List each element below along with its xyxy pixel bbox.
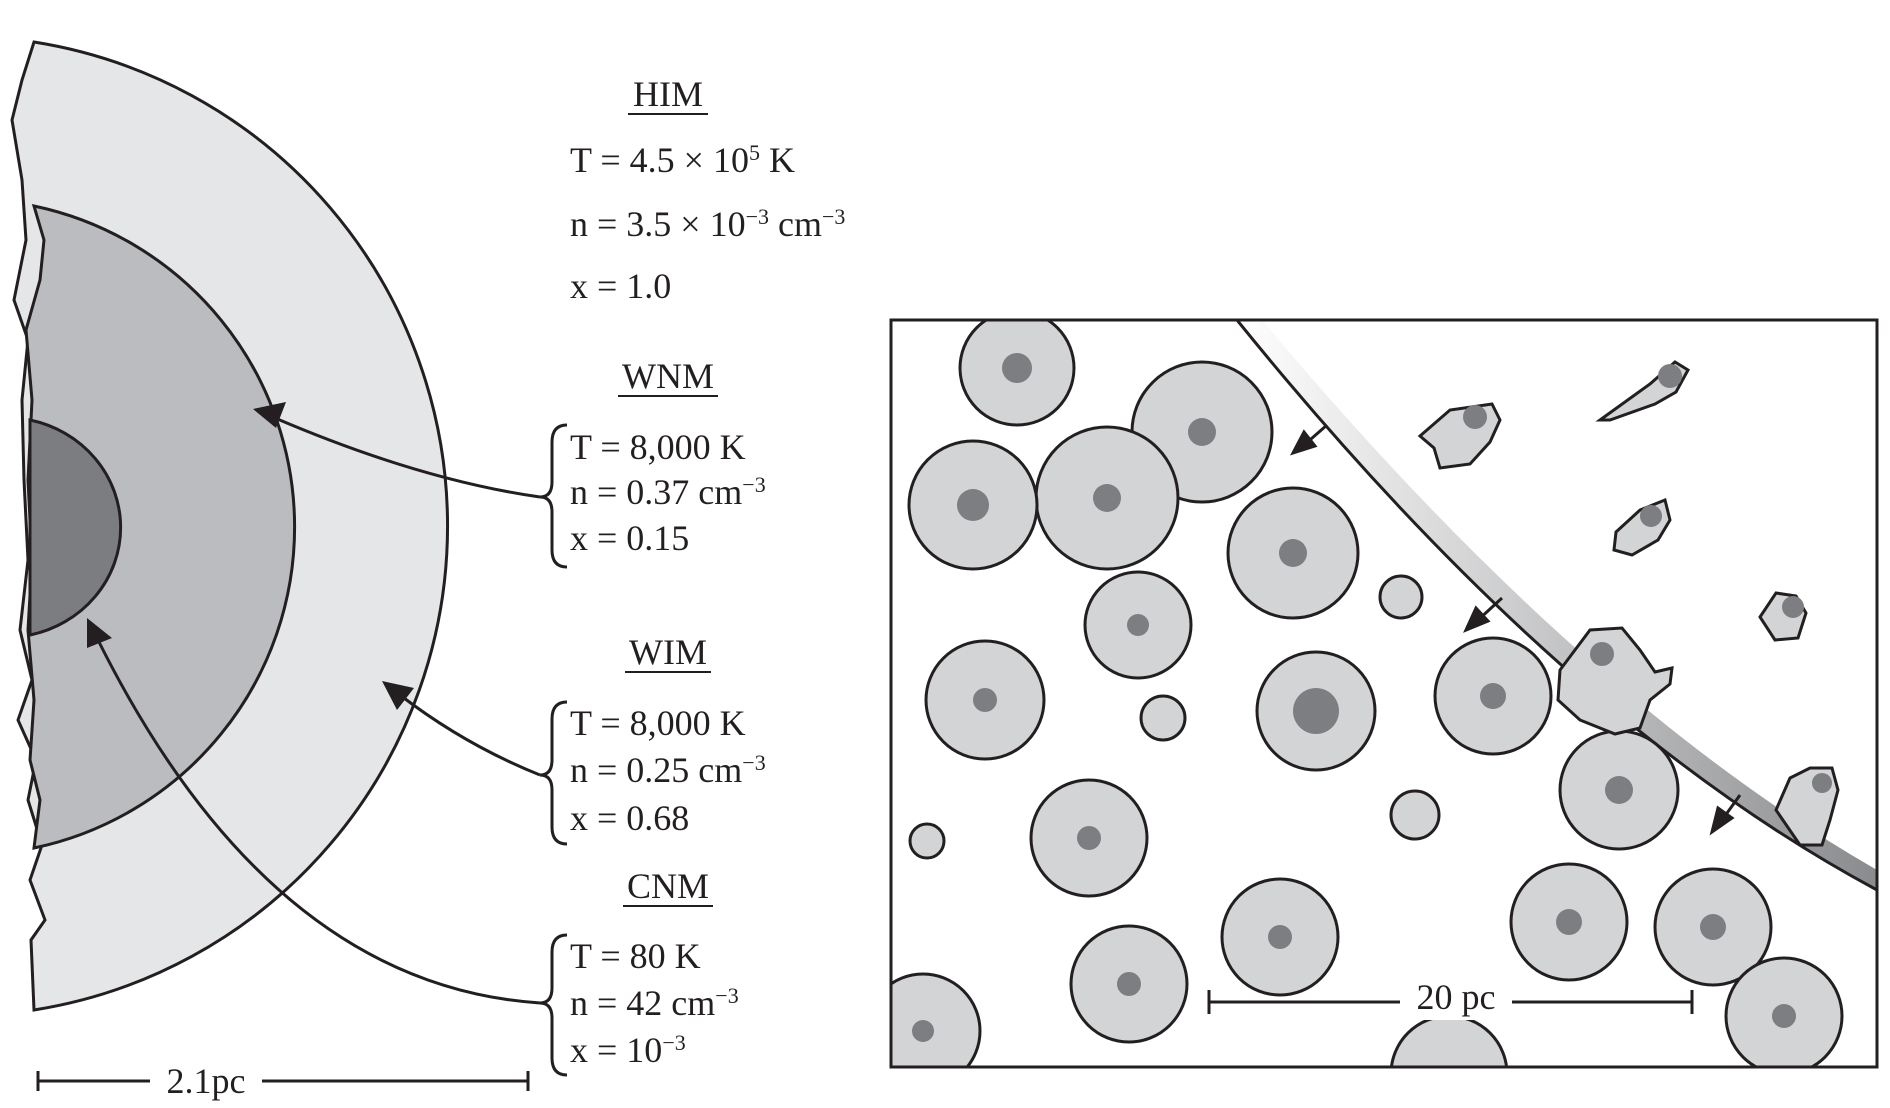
cloud-core [1127, 614, 1149, 636]
ism-box-frame [889, 318, 1879, 1069]
brace-cnm [539, 933, 568, 1077]
brace-wim [539, 700, 568, 846]
wnm-temperature: T = 8,000 K [570, 427, 746, 467]
cloud [891, 972, 982, 1067]
cloud [908, 822, 946, 860]
cloud [1389, 789, 1441, 841]
wnm-ionization: x = 0.15 [570, 518, 689, 558]
cloud-core [1658, 364, 1682, 388]
cloud-core [1077, 826, 1101, 850]
him-temperature: T = 4.5 × 105 K [570, 140, 795, 181]
cnm-heading: CNM [627, 866, 709, 906]
cloud-core [1640, 505, 1662, 527]
hemisphere-model [10, 40, 450, 1012]
cloud-core [1605, 776, 1633, 804]
him-density: n = 3.5 × 10−3 cm−3 [570, 204, 845, 245]
him-ionization: x = 1.0 [570, 266, 671, 306]
wim-ionization: x = 0.68 [570, 798, 689, 838]
cloud-core [1480, 683, 1506, 709]
cloud [1378, 574, 1424, 620]
cloud-core [1590, 642, 1614, 666]
arrowhead-cnm [87, 618, 112, 648]
clouds [891, 320, 1844, 1067]
scale-bar-right [1207, 990, 1694, 1014]
core-cnm [28, 418, 123, 637]
cloud-core [1463, 405, 1487, 429]
cloud-core [1700, 914, 1726, 940]
irregular-cloud [1556, 626, 1674, 736]
cloud-core [1556, 909, 1582, 935]
scale-bar-left [36, 1071, 530, 1091]
arrow-wnm [274, 416, 541, 499]
cloud [1139, 694, 1187, 742]
wim-heading: WIM [629, 632, 707, 672]
cloud-core [1117, 972, 1141, 996]
cloud-core [973, 688, 997, 712]
cloud-core [1093, 484, 1121, 512]
arrowhead-wim [382, 681, 414, 710]
phase-arrows [87, 402, 541, 1005]
cnm-density: n = 42 cm−3 [570, 983, 739, 1024]
him-heading: HIM [633, 74, 703, 114]
middle-shell-wnm [24, 204, 297, 850]
cloud-core [1782, 596, 1804, 618]
cloud-core [957, 489, 989, 521]
shock-arrows [1289, 423, 1742, 836]
cloud-core [1268, 925, 1292, 949]
scale-label-left: 2.1pc [167, 1061, 246, 1101]
cloud-core [1293, 688, 1339, 734]
wim-temperature: T = 8,000 K [570, 703, 746, 743]
cloud-core [1812, 773, 1832, 793]
arrow-wim [399, 693, 541, 777]
cloud-core [1188, 418, 1216, 446]
arrow-cnm [96, 639, 541, 1005]
wnm-heading: WNM [622, 356, 714, 396]
phase-labels: HIM T = 4.5 × 105 K n = 3.5 × 10−3 cm−3 … [570, 74, 845, 1070]
cloud-core [1772, 1004, 1796, 1028]
cnm-ionization: x = 10−3 [570, 1030, 686, 1071]
brace-wnm [539, 423, 568, 569]
scale-label-right: 20 pc [1417, 977, 1496, 1017]
cloud-core [1279, 539, 1307, 567]
ism-box: 20 pc [889, 318, 1879, 1069]
cloud-cores [912, 353, 1832, 1042]
cnm-temperature: T = 80 K [570, 936, 701, 976]
wim-density: n = 0.25 cm−3 [570, 750, 766, 791]
label-braces [539, 423, 568, 1077]
wnm-density: n = 0.37 cm−3 [570, 472, 766, 513]
arrowhead-wnm [253, 402, 286, 428]
cloud-core [1002, 353, 1032, 383]
cloud-core [912, 1020, 934, 1042]
